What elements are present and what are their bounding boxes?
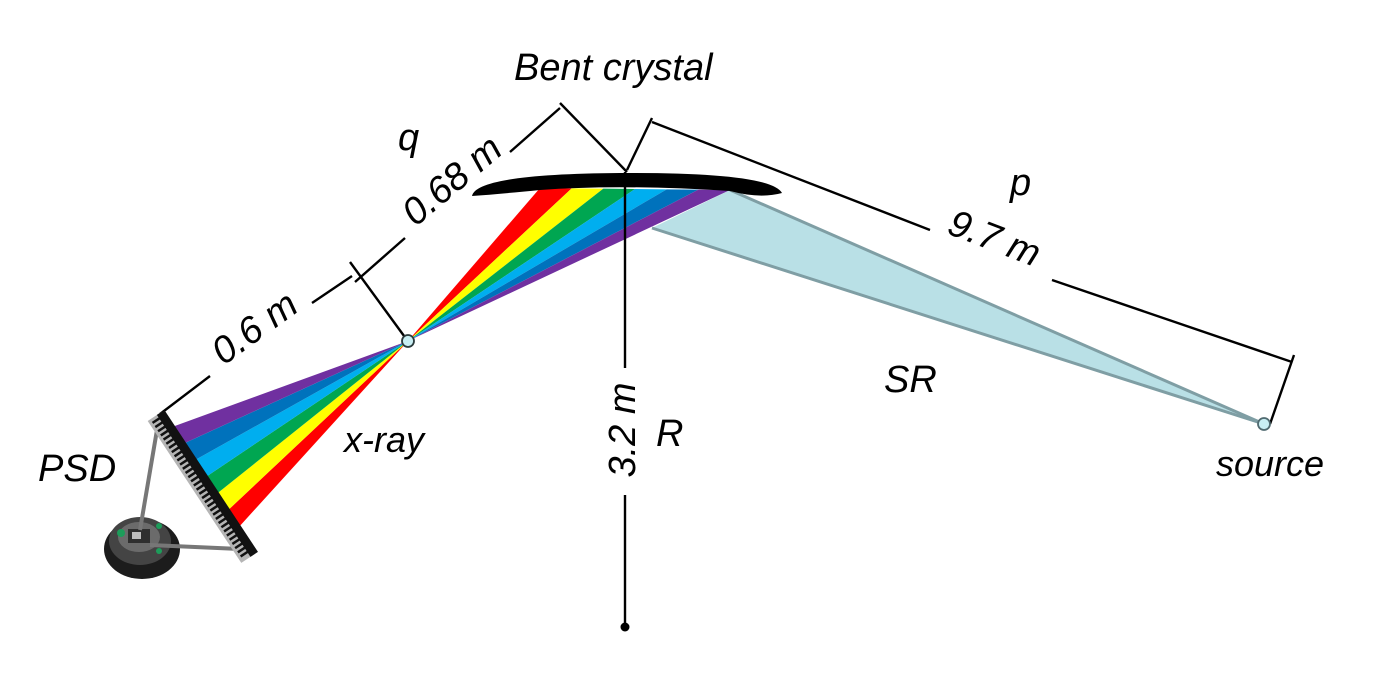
psd-pixel <box>212 508 222 516</box>
psd-pixel <box>239 550 249 558</box>
psd-pixel <box>198 487 208 495</box>
sr-beam-edge-lower <box>651 226 1265 426</box>
psd-pixel <box>220 521 230 529</box>
sr-beam-edge-upper <box>729 188 1265 426</box>
psd-pixel <box>168 441 178 449</box>
psd-pixel <box>217 517 227 525</box>
psd-pixel <box>206 500 216 508</box>
label-radius: R <box>656 413 683 455</box>
psd-pixel <box>162 433 172 441</box>
position-sensitive-detector <box>147 409 258 563</box>
label-q: q <box>398 117 419 159</box>
label-p: p <box>1009 162 1031 204</box>
psd-pixel <box>237 546 247 554</box>
xray-band-lower <box>172 341 408 444</box>
label-source: source <box>1216 443 1324 484</box>
xray-band-lower <box>216 341 408 512</box>
psd-pixel <box>193 479 203 487</box>
xray-band-upper <box>408 188 635 341</box>
xray-band-lower <box>194 341 408 478</box>
xray-band-upper <box>408 188 572 341</box>
psd-pixel <box>195 483 205 491</box>
q-dimension-tick-crystal <box>559 102 628 173</box>
p-dimension-line-upper <box>651 120 931 232</box>
focus-point <box>401 334 415 348</box>
psd-pixel <box>176 454 186 462</box>
psd-pixel <box>190 475 200 483</box>
psd-pixel <box>231 537 241 545</box>
psd-pixel <box>151 416 161 424</box>
psd-pixel <box>179 458 189 466</box>
label-sr: SR <box>884 359 937 401</box>
p-dimension-line-lower <box>1051 278 1293 364</box>
label-p-distance: 9.7 m <box>942 202 1046 275</box>
p-dimension-tick-crystal <box>625 117 654 171</box>
psd-pixel <box>201 492 211 500</box>
bent-crystal <box>472 172 782 196</box>
psd-pixel <box>184 466 194 475</box>
psd-pixel <box>223 525 233 533</box>
psd-pixel <box>215 512 225 520</box>
mount-rod-1 <box>138 423 160 531</box>
label-bent-crystal: Bent crystal <box>514 47 714 89</box>
psd-pixel <box>204 496 214 504</box>
source-point <box>1257 417 1271 431</box>
psd-pixel <box>157 425 167 433</box>
psd-pixel <box>234 542 244 550</box>
psd-pixel <box>160 429 169 437</box>
radius-center-point <box>620 622 630 632</box>
psd-pixel <box>228 533 238 541</box>
psd-dimension-line-lower <box>159 375 211 415</box>
q-dimension-tick-focus <box>349 261 408 341</box>
sr-beam <box>652 190 1264 424</box>
psd-pixel <box>154 421 164 429</box>
psd-dimension-line-upper <box>311 275 353 304</box>
q-dimension-line-upper <box>509 107 561 153</box>
psd-pixel <box>226 529 236 537</box>
label-psd-distance: 0.6 m <box>204 283 306 373</box>
psd-pixel <box>187 471 197 479</box>
label-radius-distance: 3.2 m <box>602 382 644 477</box>
psd-pixel <box>171 446 181 454</box>
psd-pixel <box>209 504 219 512</box>
xray-band-lower <box>183 341 408 461</box>
xray-band-lower <box>205 341 408 495</box>
psd-pixel <box>173 450 183 458</box>
p-dimension-tick-source <box>1268 354 1296 425</box>
xray-band-lower <box>227 341 408 528</box>
mount-rod-2 <box>149 543 241 551</box>
q-dimension-line-lower <box>354 237 406 283</box>
xray-beam-to-detector <box>172 341 408 528</box>
detector-camera <box>104 517 180 579</box>
xray-band-upper <box>408 189 730 341</box>
xray-band-upper <box>408 189 667 341</box>
label-xray: x-ray <box>342 419 426 460</box>
xray-beam-to-focus <box>408 188 730 341</box>
psd-pixel <box>165 437 175 445</box>
label-psd: PSD <box>38 448 116 490</box>
xray-band-upper <box>408 188 604 341</box>
psd-pixel <box>182 462 192 470</box>
